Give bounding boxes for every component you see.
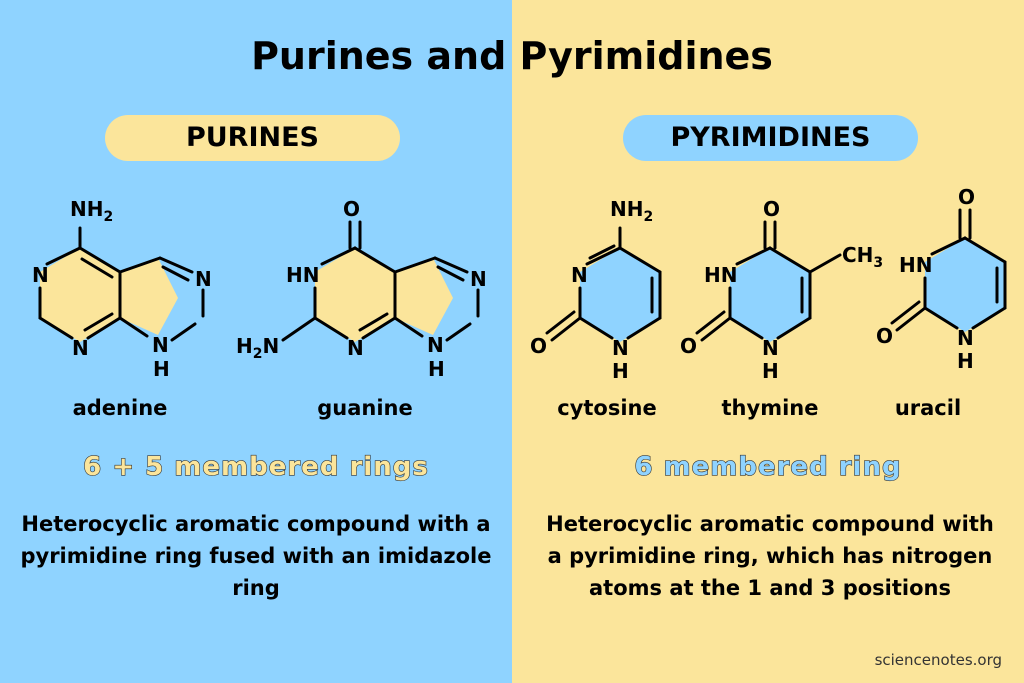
- pyrimidines-header: PYRIMIDINES: [623, 115, 918, 161]
- guanine-o-label: O: [343, 197, 360, 221]
- purines-ring-label: 6 + 5 membered rings: [83, 451, 429, 482]
- thymine-h1-label: H: [762, 359, 779, 383]
- uracil-o-top-label: O: [958, 185, 975, 209]
- guanine-n9-label: N: [427, 333, 444, 357]
- cytosine-n1-label: N: [612, 336, 629, 360]
- thymine-structure: O CH3 HN O N H: [680, 197, 883, 383]
- thymine-hn-label: HN: [704, 263, 737, 287]
- guanine-n7-label: N: [470, 267, 487, 291]
- guanine-structure: O HN H2N N N N H: [236, 197, 487, 381]
- guanine-n3-label: N: [347, 336, 364, 360]
- cytosine-structure: NH2 N O N H: [530, 197, 662, 383]
- guanine-h9-label: H: [428, 357, 445, 381]
- uracil-label: uracil: [894, 396, 962, 420]
- thymine-ch3-label: CH3: [842, 243, 883, 271]
- adenine-n7-label: N: [195, 267, 212, 291]
- adenine-h9-label: H: [153, 357, 170, 381]
- pyrimidines-ring-label: 6 membered ring: [634, 451, 902, 482]
- uracil-n1-label: N: [957, 326, 974, 350]
- thymine-o-top-label: O: [763, 197, 780, 221]
- adenine-n3-label: N: [72, 336, 89, 360]
- uracil-h1-label: H: [957, 349, 974, 373]
- purines-header: PURINES: [105, 115, 400, 161]
- cytosine-n3-label: N: [571, 263, 588, 287]
- guanine-h2n-label: H2N: [236, 334, 279, 362]
- cytosine-h1-label: H: [612, 359, 629, 383]
- purines-panel: [0, 0, 512, 683]
- thymine-o-label: O: [680, 334, 697, 358]
- guanine-hn-label: HN: [286, 263, 319, 287]
- purines-description: Heterocyclic aromatic compound with a py…: [20, 512, 492, 600]
- adenine-nh2-label: NH2: [70, 197, 113, 225]
- page-title: Purines and Pyrimidines: [251, 34, 773, 78]
- adenine-label: adenine: [72, 396, 168, 420]
- adenine-n1-label: N: [32, 263, 49, 287]
- pyrimidines-panel: [512, 0, 1024, 683]
- adenine-n9-label: N: [152, 333, 169, 357]
- guanine-label: guanine: [317, 396, 413, 420]
- adenine-structure: NH2 N N N N H: [32, 197, 212, 381]
- cytosine-nh2-label: NH2: [610, 197, 653, 225]
- source-credit: sciencenotes.org: [874, 651, 1002, 669]
- cytosine-o-label: O: [530, 334, 547, 358]
- uracil-o-label: O: [876, 324, 893, 348]
- thymine-n1-label: N: [762, 336, 779, 360]
- uracil-structure: O HN O N H: [876, 185, 1007, 373]
- pyrimidines-description: Heterocyclic aromatic compound with a py…: [546, 512, 994, 600]
- uracil-hn-label: HN: [899, 253, 932, 277]
- cytosine-label: cytosine: [557, 396, 657, 420]
- thymine-label: thymine: [721, 396, 819, 420]
